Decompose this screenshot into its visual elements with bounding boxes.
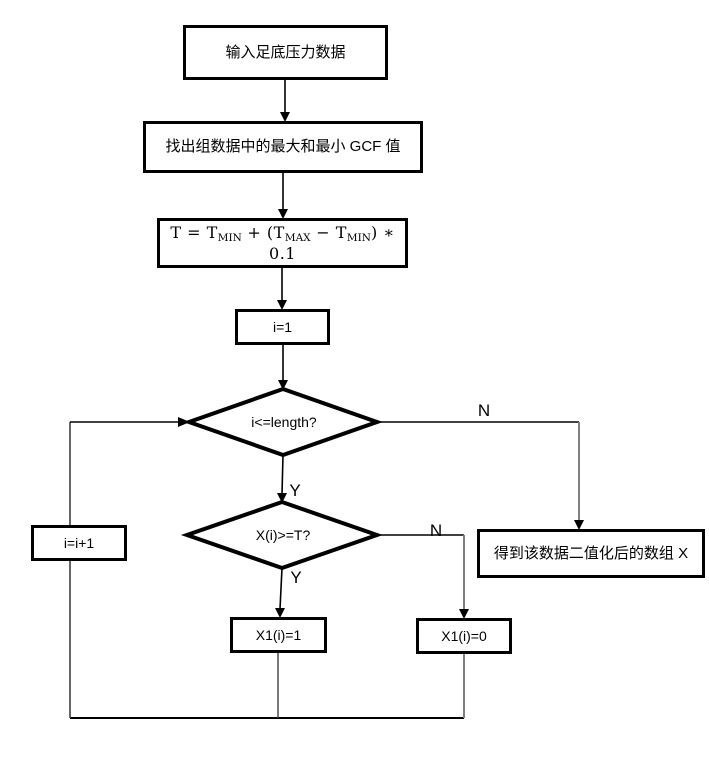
- loop-condition-label: i<=length?: [251, 414, 317, 430]
- node-init-i-label: i=1: [272, 318, 293, 335]
- node-find-minmax-label: 找出组数据中的最大和最小 GCF 值: [165, 138, 401, 155]
- node-result: 得到该数据二值化后的数组 X: [477, 529, 705, 578]
- node-find-minmax: 找出组数据中的最大和最小 GCF 值: [143, 121, 423, 173]
- node-set-zero-label: X1(i)=0: [441, 627, 487, 644]
- node-set-one-label: X1(i)=1: [255, 626, 302, 643]
- formula-text: T = TMIN + (TMAX − TMIN) ∗ 0.1: [170, 222, 395, 264]
- node-input-data: 输入足底压力数据: [183, 25, 388, 80]
- node-init-i: i=1: [235, 309, 330, 345]
- node-increment-label: i=i+1: [63, 534, 95, 551]
- node-threshold-formula: T = TMIN + (TMAX − TMIN) ∗ 0.1: [157, 218, 408, 268]
- threshold-condition-label: X(i)>=T?: [255, 527, 311, 543]
- edge-label-threshold-yes: Y: [290, 568, 302, 587]
- node-result-label: 得到该数据二值化后的数组 X: [493, 544, 689, 562]
- edge-label-loop-no: N: [477, 401, 491, 420]
- loop-condition-diamond: [182, 386, 384, 458]
- node-input-label: 输入足底压力数据: [225, 43, 346, 61]
- node-increment: i=i+1: [31, 525, 127, 561]
- threshold-condition-diamond: [180, 499, 384, 571]
- node-set-one: X1(i)=1: [230, 617, 327, 653]
- node-set-zero: X1(i)=0: [416, 618, 512, 654]
- edge-label-threshold-no: N: [429, 521, 443, 540]
- edge-label-loop-yes: Y: [289, 481, 301, 500]
